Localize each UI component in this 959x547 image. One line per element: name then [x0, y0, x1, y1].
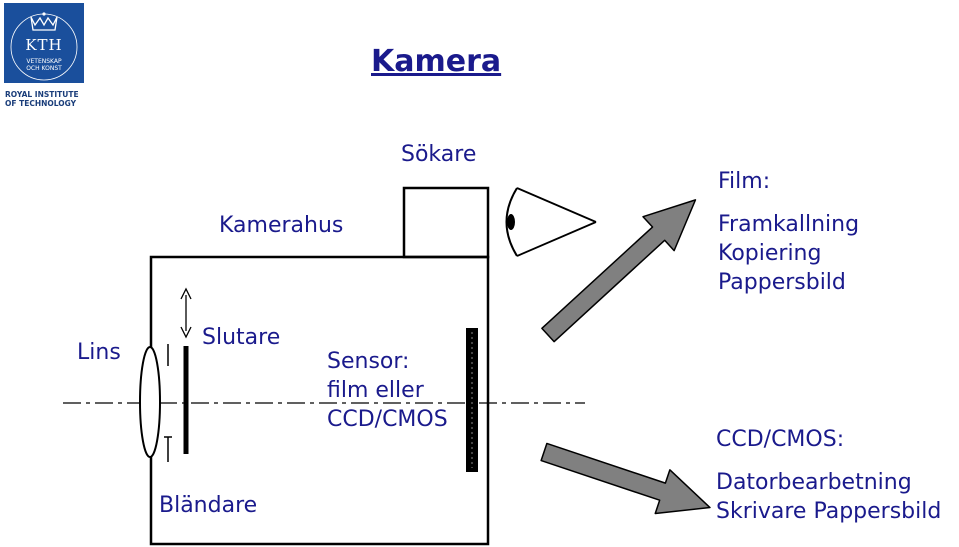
logo-line1: VETENSKAP: [26, 58, 62, 65]
kth-logo: KTH VETENSKAP OCH KONST ROYAL INSTITUTE …: [0, 0, 87, 110]
film-block: Film: Framkallning Kopiering Pappersbild: [718, 167, 859, 297]
film-item: Kopiering: [718, 241, 822, 266]
eye-icon: [505, 187, 597, 257]
label-sokare: Sökare: [401, 142, 477, 167]
label-sensor: Sensor: film eller CCD/CMOS: [327, 347, 448, 434]
logo-emblem: [4, 3, 84, 83]
label-kamerahus: Kamerahus: [219, 213, 344, 238]
arrow-to-film: [541, 199, 697, 343]
sensor-line3: CCD/CMOS: [327, 407, 448, 432]
logo-line2: OCH KONST: [26, 65, 62, 72]
arrow-to-ccd: [540, 442, 711, 515]
ccd-item: Skrivare Pappersbild: [716, 499, 942, 524]
logo-caption1: ROYAL INSTITUTE: [5, 90, 79, 99]
film-item: Framkallning: [718, 212, 860, 237]
ccd-item: Datorbearbetning: [716, 470, 912, 495]
sensor-line2: film eller: [327, 378, 424, 403]
label-lins: Lins: [77, 340, 121, 365]
logo-mark: KTH: [25, 36, 63, 54]
ccd-block: CCD/CMOS: Datorbearbetning Skrivare Papp…: [716, 425, 941, 526]
sensor-line1: Sensor:: [327, 349, 410, 374]
sensor-plate: [466, 328, 478, 472]
film-item: Pappersbild: [718, 270, 846, 295]
page-title: Kamera: [371, 44, 502, 79]
logo-caption2: OF TECHNOLOGY: [5, 99, 77, 108]
viewfinder-box: [402, 186, 490, 259]
label-slutare: Slutare: [202, 325, 281, 350]
film-heading: Film:: [718, 169, 771, 194]
crown-icon: [10, 12, 78, 81]
lens-shape: [139, 346, 161, 458]
label-blandare: Bländare: [159, 493, 258, 518]
ccd-heading: CCD/CMOS:: [716, 427, 845, 452]
